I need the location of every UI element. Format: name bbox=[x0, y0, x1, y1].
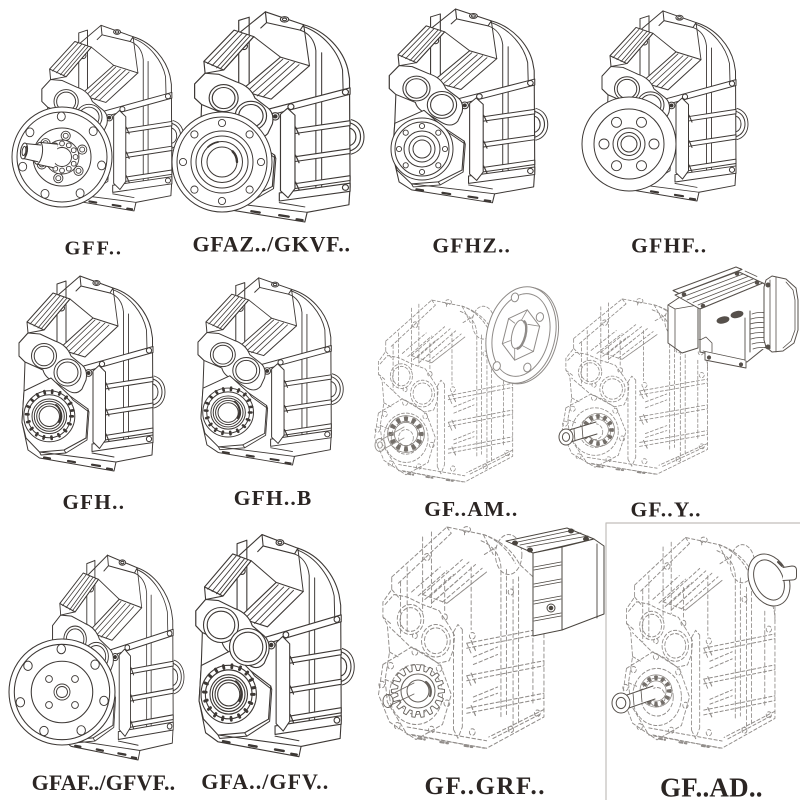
svg-text:GFHF..: GFHF.. bbox=[631, 233, 706, 257]
svg-text:GF..AM..: GF..AM.. bbox=[424, 497, 517, 521]
svg-text:GF..AD..: GF..AD.. bbox=[660, 773, 763, 800]
svg-text:GFAF../GFVF..: GFAF../GFVF.. bbox=[32, 770, 175, 795]
svg-text:GFA../GFV..: GFA../GFV.. bbox=[201, 769, 328, 794]
svg-text:GFF..: GFF.. bbox=[64, 238, 121, 260]
svg-text:GFHZ..: GFHZ.. bbox=[432, 233, 509, 257]
svg-text:GF..GRF..: GF..GRF.. bbox=[425, 773, 545, 800]
svg-text:GF..Y..: GF..Y.. bbox=[631, 497, 701, 521]
svg-text:GFH..: GFH.. bbox=[62, 490, 124, 514]
svg-text:GFH..B: GFH..B bbox=[234, 486, 312, 510]
svg-text:GFAZ../GKVF..: GFAZ../GKVF.. bbox=[192, 232, 350, 257]
